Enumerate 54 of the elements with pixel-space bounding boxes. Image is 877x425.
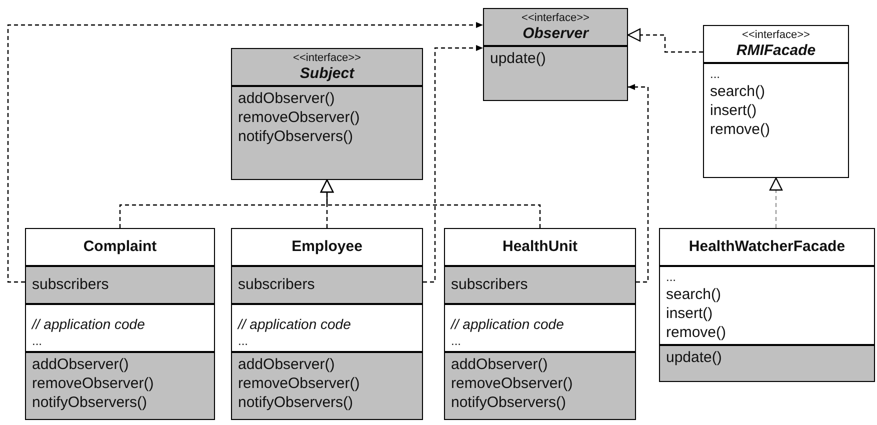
class-name: Employee [292,238,362,255]
ellipsis: ... [32,334,42,348]
class-box [25,228,215,420]
interface-name: Subject [300,65,354,82]
stereotype-label: <<interface>> [522,12,590,24]
method-name: addObserver() [32,356,129,373]
ellipsis: ... [451,334,462,348]
method-name: removeObserver() [238,375,360,392]
class-box [444,228,636,420]
class-box [231,228,423,420]
dependency-arrow [7,22,483,283]
method-name: insert() [710,102,757,119]
ellipsis: ... [238,334,248,348]
class-box [483,8,628,101]
realization-arrow [769,177,783,228]
attribute-name: subscribers [238,276,315,293]
method-name: remove() [710,121,770,138]
method-name: insert() [666,305,713,322]
realization-arrow [627,28,703,53]
interface-name: Observer [522,25,588,42]
method-name: notifyObservers() [238,394,354,411]
method-name: search() [710,83,766,100]
method-name: removeObserver() [451,375,573,392]
code-comment: // application code [32,316,145,332]
code-comment: // application code [238,316,351,332]
realization-arrow [320,179,541,228]
dependency-arrow [423,45,483,283]
class-name: Complaint [83,238,157,255]
method-name: notifyObservers() [451,394,566,411]
method-name: addObserver() [238,356,335,373]
code-comment: // application code [451,316,564,332]
class-name: HealthUnit [502,238,578,255]
stereotype-label: <<interface>> [742,29,810,41]
method-name: notifyObservers() [238,128,354,145]
class-box [231,48,423,180]
method-name: removeObserver() [32,375,154,392]
dependency-arrow [628,84,649,283]
class-name: HealthWatcherFacade [688,238,846,255]
class-box [703,25,849,178]
interface-name: RMIFacade [736,42,816,59]
method-name: addObserver() [451,356,548,373]
ellipsis: ... [710,67,720,81]
method-name: removeObserver() [238,109,360,126]
ellipsis: ... [666,270,676,284]
method-name: notifyObservers() [32,394,148,411]
attribute-name: subscribers [32,276,109,293]
method-name: addObserver() [238,90,335,107]
class-box [659,228,875,382]
method-name: update() [666,349,722,366]
method-name: search() [666,286,722,303]
stereotype-label: <<interface>> [293,52,361,64]
method-name: update() [490,50,546,67]
method-name: remove() [666,324,726,341]
attribute-name: subscribers [451,276,528,293]
